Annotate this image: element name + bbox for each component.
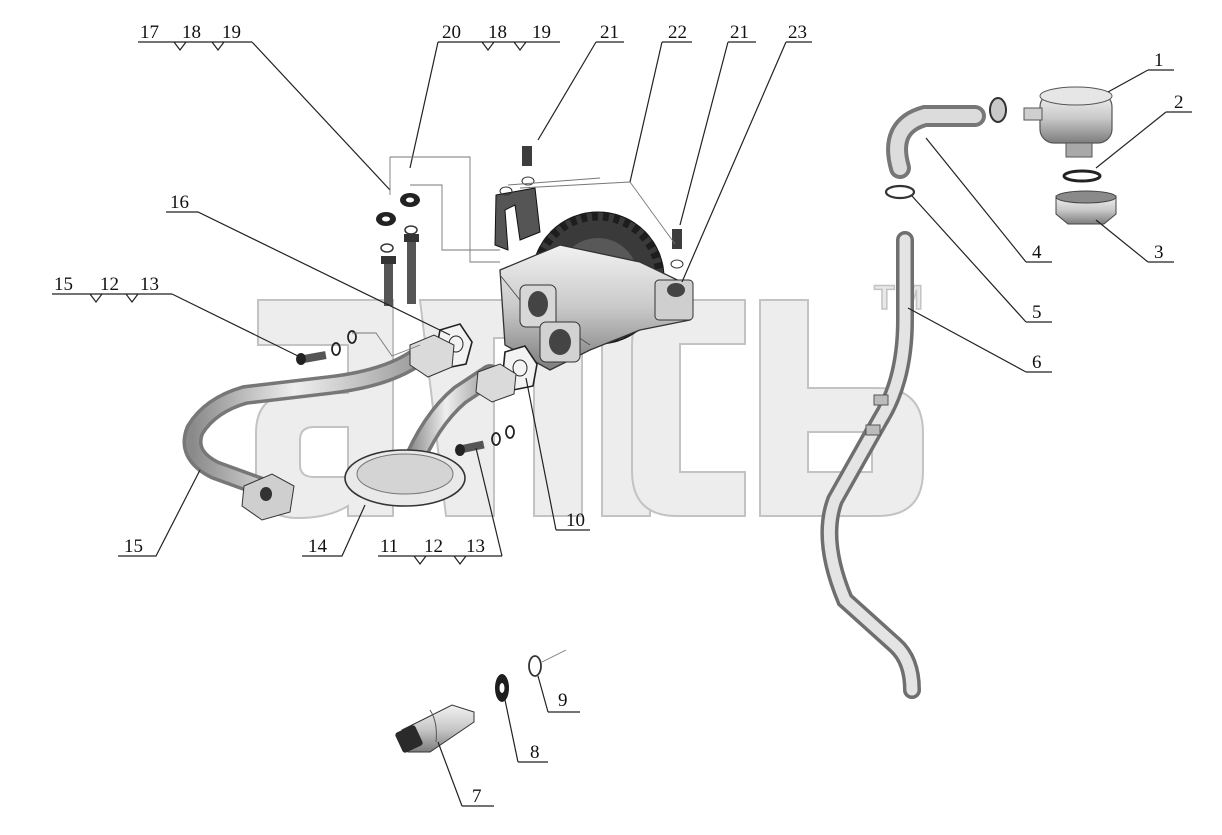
callout-15a: 15 <box>54 274 73 295</box>
breather-adapter <box>1055 190 1117 225</box>
callout-10: 10 <box>566 510 585 531</box>
callout-18: 18 <box>182 22 201 43</box>
callout-5: 5 <box>1032 302 1042 323</box>
callout-13b: 13 <box>466 536 485 557</box>
washer-small-a <box>499 186 513 196</box>
callout-9: 9 <box>558 690 568 711</box>
callout-2: 2 <box>1174 92 1184 113</box>
callout-19: 19 <box>222 22 241 43</box>
stud-upper-right <box>672 229 682 249</box>
hose-clamp-lower <box>884 184 916 200</box>
callout-3: 3 <box>1154 242 1164 263</box>
washer-small-b <box>521 176 535 186</box>
bolt-long-2 <box>404 234 419 304</box>
washer-upper-b <box>347 330 357 344</box>
washer-upper-a <box>331 342 341 356</box>
hose-clamp-upper <box>989 97 1007 123</box>
dipstick-tube <box>820 231 921 699</box>
washer-thin-1 <box>380 243 394 253</box>
callout-labels: 17 18 19 20 18 19 21 22 21 23 16 15 12 1… <box>54 22 1184 807</box>
oil-pressure-sensor <box>395 704 475 753</box>
callout-8: 8 <box>530 742 540 763</box>
sensor-washer <box>495 674 509 702</box>
callout-20: 20 <box>442 22 461 43</box>
callout-4: 4 <box>1032 242 1042 263</box>
bolt-short-lower <box>455 440 485 456</box>
oil-delivery-pipe <box>182 334 455 521</box>
washer-thick-1 <box>376 212 396 226</box>
oil-pump <box>494 187 694 371</box>
callout-19b: 19 <box>532 22 551 43</box>
breather-cap <box>1023 86 1113 158</box>
callout-6: 6 <box>1032 352 1042 373</box>
leader-lines <box>52 41 1192 807</box>
bolt-short-upper <box>296 351 327 365</box>
callout-13a: 13 <box>140 274 159 295</box>
callout-18b: 18 <box>488 22 507 43</box>
callout-17: 17 <box>140 22 159 43</box>
callout-16: 16 <box>170 192 189 213</box>
washer-thin-2 <box>404 225 418 235</box>
callout-23: 23 <box>788 22 807 43</box>
oil-intake-strainer <box>344 363 517 507</box>
washer-small-c <box>670 259 684 269</box>
callout-1: 1 <box>1154 50 1164 71</box>
callout-15b: 15 <box>124 536 143 557</box>
o-ring <box>1062 169 1102 183</box>
breather-hose <box>886 105 986 179</box>
callout-7: 7 <box>472 786 482 807</box>
callout-14: 14 <box>308 536 328 557</box>
washer-lower-a <box>491 432 501 446</box>
callout-22: 22 <box>668 22 687 43</box>
callout-21b: 21 <box>730 22 749 43</box>
sensor-ring <box>528 655 542 677</box>
callout-12a: 12 <box>100 274 119 295</box>
washer-thick-2 <box>400 193 420 207</box>
washer-lower-b <box>505 425 515 439</box>
stud-upper-left <box>522 146 532 166</box>
bolt-long-1 <box>381 256 396 306</box>
callout-21a: 21 <box>600 22 619 43</box>
callout-12b: 12 <box>424 536 443 557</box>
callout-11: 11 <box>380 536 398 557</box>
